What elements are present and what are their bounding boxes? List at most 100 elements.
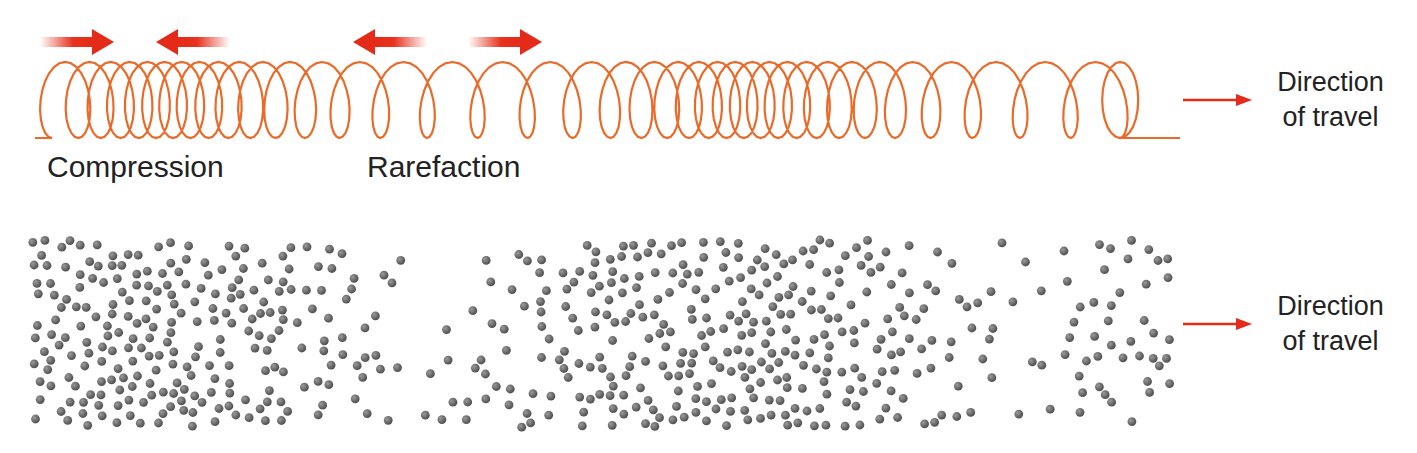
particle (261, 416, 270, 425)
particle (169, 348, 178, 357)
particle (153, 287, 162, 296)
particle (966, 408, 975, 417)
particle (859, 387, 868, 396)
particle (963, 302, 972, 311)
particle (791, 351, 800, 360)
particle (626, 309, 635, 318)
particle (57, 407, 66, 416)
particle (500, 325, 509, 334)
particle (363, 409, 372, 418)
particle (314, 410, 323, 419)
particle (190, 297, 199, 306)
particle (144, 282, 153, 291)
particle (726, 407, 735, 416)
particle (537, 353, 546, 362)
particle (768, 349, 777, 358)
particle (28, 238, 37, 247)
particle (747, 328, 756, 337)
particle (1101, 390, 1110, 399)
particle (372, 351, 381, 360)
particle (740, 406, 749, 415)
particle (882, 248, 891, 257)
particle (303, 242, 312, 251)
particle (763, 279, 772, 288)
particle (65, 373, 74, 382)
particle (244, 327, 253, 336)
particle (823, 390, 832, 399)
particle (822, 268, 831, 277)
particle (664, 372, 673, 381)
particle (807, 287, 816, 296)
particle (733, 345, 742, 354)
particle (649, 405, 658, 414)
particle (606, 255, 615, 264)
particle (799, 247, 808, 256)
particle (798, 297, 807, 306)
particle (94, 262, 103, 271)
particle (861, 319, 870, 328)
particle (338, 350, 347, 359)
particle (114, 364, 123, 373)
particle (666, 328, 675, 337)
particle (835, 266, 844, 275)
particle (727, 367, 736, 376)
particle (76, 322, 85, 331)
particle (749, 318, 758, 327)
particle (523, 409, 532, 418)
particle (225, 361, 234, 370)
particle (488, 319, 497, 328)
particle (114, 401, 123, 410)
particle (856, 421, 865, 430)
particle (1076, 303, 1085, 312)
particle (760, 262, 769, 271)
particle (822, 421, 831, 430)
particle (900, 311, 909, 320)
particle (201, 258, 210, 267)
particle (33, 321, 42, 330)
particle (279, 252, 288, 261)
particle (124, 312, 133, 321)
particle (231, 252, 240, 261)
particle (113, 418, 122, 427)
particle (128, 357, 137, 366)
particle (768, 302, 777, 311)
particle (568, 314, 577, 323)
particle (878, 367, 887, 376)
particle (82, 338, 91, 347)
particle (30, 359, 39, 368)
particle (586, 395, 595, 404)
particle (241, 395, 250, 404)
particle (655, 413, 664, 422)
direction-arrow (1183, 318, 1252, 330)
particle (353, 361, 362, 370)
particle (1037, 361, 1046, 370)
particle (586, 363, 595, 372)
particle (300, 383, 309, 392)
particle (736, 273, 745, 282)
particle (591, 258, 600, 267)
particle (187, 371, 196, 380)
particle (76, 270, 85, 279)
particle (711, 284, 720, 293)
particle (937, 411, 946, 420)
particle (167, 328, 176, 337)
particle (685, 369, 694, 378)
particle (709, 357, 718, 366)
particle (564, 373, 573, 382)
particle (67, 351, 76, 360)
particle (376, 365, 385, 374)
particle (234, 276, 243, 285)
particle (1063, 277, 1072, 286)
particle (94, 401, 103, 410)
particle (591, 323, 600, 332)
particle (774, 358, 783, 367)
particle (928, 336, 937, 345)
particle (948, 259, 957, 268)
particle (517, 423, 526, 432)
particle (126, 411, 135, 420)
particle (250, 286, 259, 295)
particle (133, 319, 142, 328)
particle (635, 300, 644, 309)
particle (722, 248, 731, 257)
particle (651, 268, 660, 277)
